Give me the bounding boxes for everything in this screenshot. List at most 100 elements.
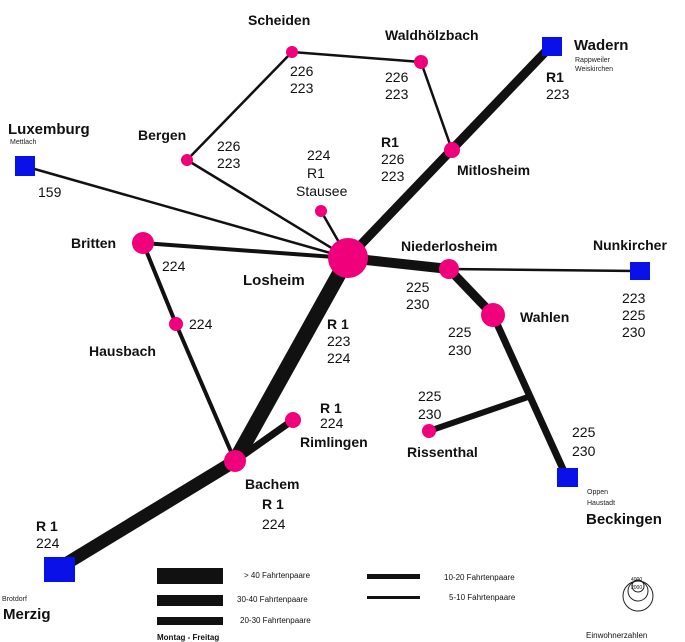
- stop-wahlen: [481, 303, 505, 327]
- route-number: 230: [572, 443, 596, 459]
- stop-bachem: [224, 450, 246, 472]
- route-number: 230: [622, 324, 646, 340]
- routes-rissenthal: 225 230: [418, 387, 441, 423]
- route-number: 225: [418, 388, 442, 404]
- legend-footer-right: Einwohnerzahlen: [586, 631, 648, 640]
- route-number: 225: [572, 424, 596, 440]
- route-number: R1: [381, 134, 399, 150]
- legend-bar-3: [157, 617, 223, 625]
- legend-footer-left: Montag - Freitag: [157, 633, 220, 642]
- line-hausbach-bachem: [174, 322, 237, 463]
- line-britten-losheim: [141, 241, 350, 260]
- label-waldholzbach: Waldhölzbach: [385, 27, 479, 43]
- label-stausee: Stausee: [296, 183, 348, 199]
- routes-luxemburg: 159: [38, 184, 62, 200]
- label-losheim: Losheim: [243, 272, 305, 289]
- label-scheiden: Scheiden: [248, 12, 311, 28]
- route-number: R 1: [36, 518, 58, 534]
- terminal-beckingen: [557, 468, 578, 487]
- terminal-merzig: [44, 557, 75, 582]
- stop-hausbach: [169, 317, 183, 331]
- route-number: 230: [406, 296, 430, 312]
- route-number: 226: [385, 69, 409, 85]
- line-waldholzbach-mitlosheim: [419, 60, 454, 152]
- label-merzig: Merzig: [3, 606, 51, 623]
- routes-stausee: 224 R1: [307, 146, 330, 182]
- terminal-nunkirchen: [630, 262, 650, 280]
- label-rissenthal: Rissenthal: [407, 444, 478, 460]
- legend-label-2: 30-40 Fahrtenpaare: [237, 595, 308, 604]
- stop-waldholzbach: [414, 55, 428, 69]
- routes-niederlosheim: 225 230: [406, 279, 429, 313]
- route-number: 230: [418, 406, 442, 422]
- label-wadern-sub2: Weiskirchen: [575, 66, 613, 73]
- label-luxemburg-sub: Mettlach: [10, 139, 37, 146]
- route-number: 224: [307, 147, 331, 163]
- routes-mitlosheim: R1 226 223: [381, 134, 404, 185]
- legend-label-5: 5-10 Fahrtenpaare: [449, 593, 516, 602]
- route-number: R1: [307, 165, 325, 181]
- population-circles: [622, 579, 654, 612]
- label-wadern: Wadern: [574, 37, 629, 54]
- legend-label-3: 20-30 Fahrtenpaare: [240, 616, 311, 625]
- route-number: 230: [448, 342, 472, 358]
- routes-wadern: R1 223: [546, 69, 569, 103]
- label-britten: Britten: [71, 235, 117, 251]
- line-bachem-merzig: [52, 454, 242, 575]
- legend-circle-top: 4000: [631, 577, 643, 583]
- route-number: R 1: [320, 400, 342, 416]
- route-number: 223: [385, 86, 409, 102]
- route-number: 226: [290, 63, 314, 79]
- route-number: 226: [217, 138, 241, 154]
- routes-bachem: R 1 224: [262, 494, 285, 534]
- label-luxemburg: Luxemburg: [8, 121, 90, 138]
- label-rimlingen: Rimlingen: [300, 434, 368, 450]
- route-number: 224: [36, 535, 60, 551]
- route-number: 224: [262, 516, 286, 532]
- line-rissenthal-junction: [426, 394, 531, 434]
- stop-mitlosheim: [444, 142, 460, 158]
- line-luxemburg-losheim: [22, 164, 350, 260]
- label-wahlen: Wahlen: [520, 309, 570, 325]
- stop-bergen: [181, 154, 193, 166]
- legend-label-1: > 40 Fahrtenpaare: [244, 571, 311, 580]
- route-number: 225: [448, 324, 472, 340]
- label-bergen: Bergen: [138, 127, 187, 143]
- label-beckingen-sub2: Haustadt: [587, 500, 616, 507]
- routes-hausbach: 224: [189, 316, 213, 332]
- stop-stausee: [315, 205, 327, 217]
- line-losheim-bachem: [227, 250, 356, 469]
- legend-bar-1: [157, 568, 223, 584]
- routes-scheiden: 226 223: [290, 63, 313, 97]
- label-hausbach: Hausbach: [89, 343, 156, 359]
- stop-losheim: [328, 238, 368, 278]
- route-number: R 1: [262, 496, 284, 512]
- route-number: 223: [381, 168, 405, 184]
- legend-label-4: 10-20 Fahrtenpaare: [444, 573, 515, 582]
- route-number: 226: [381, 151, 405, 167]
- legend-circle-bottom: 2000: [631, 585, 643, 591]
- route-lines-thin: [22, 50, 642, 273]
- terminal-luxemburg: [15, 156, 35, 176]
- legend-bars: [157, 568, 420, 625]
- routes-rimlingen: R 1 224: [320, 401, 343, 431]
- route-number: 223: [622, 290, 646, 306]
- stop-scheiden: [286, 46, 298, 58]
- stop-britten: [132, 232, 154, 254]
- route-number: 223: [546, 86, 570, 102]
- route-number: 223: [217, 155, 241, 171]
- label-merzig-sub: Brotdorf: [2, 596, 27, 603]
- stop-niederlosheim: [439, 259, 459, 279]
- legend-bar-2: [157, 595, 223, 606]
- routes-beckingen: 225 230: [572, 423, 595, 461]
- label-beckingen-sub1: Oppen: [587, 489, 609, 496]
- route-number: 224: [327, 350, 351, 366]
- route-number: 223: [290, 80, 314, 96]
- route-lines-medium: [141, 241, 350, 463]
- stop-rimlingen: [285, 412, 301, 428]
- stop-rissenthal: [422, 424, 436, 438]
- legend-bar-4: [367, 574, 420, 579]
- route-number: 223: [327, 333, 351, 349]
- route-number: R1: [546, 69, 564, 85]
